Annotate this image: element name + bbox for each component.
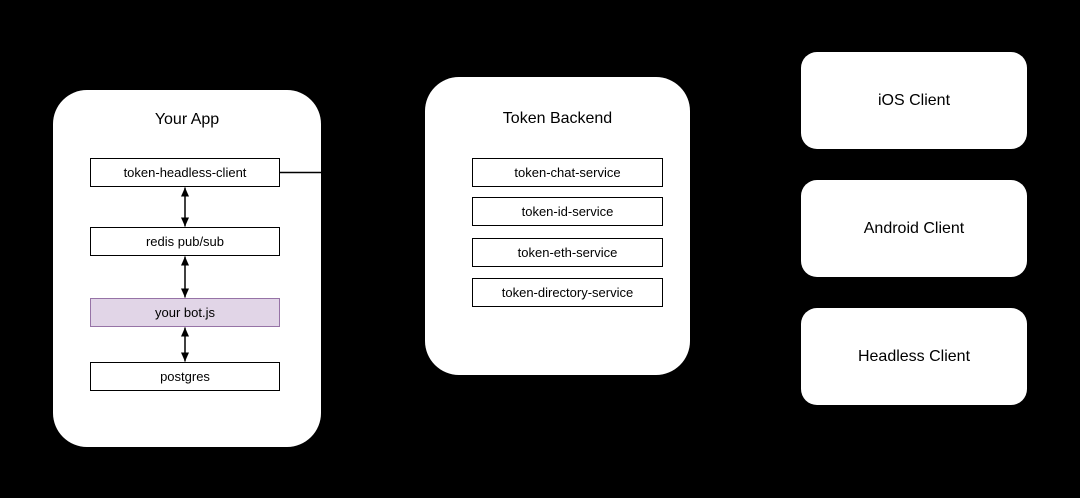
your-app-title: Your App <box>154 111 220 128</box>
ios-client-label: iOS Client <box>877 91 951 109</box>
node-postgres: postgres <box>90 362 280 391</box>
node-redis-pubsub: redis pub/sub <box>90 227 280 256</box>
node-token-eth-service: token-eth-service <box>472 238 663 267</box>
node-token-chat-service: token-chat-service <box>472 158 663 187</box>
node-token-headless-client: token-headless-client <box>90 158 280 187</box>
node-token-directory-service: token-directory-service <box>472 278 663 307</box>
android-client-box: Android Client <box>801 180 1027 277</box>
headless-client-label: Headless Client <box>857 347 971 365</box>
node-your-bot-js: your bot.js <box>90 298 280 327</box>
ios-client-box: iOS Client <box>801 52 1027 149</box>
node-token-id-service: token-id-service <box>472 197 663 226</box>
token-backend-title: Token Backend <box>502 110 613 127</box>
headless-client-box: Headless Client <box>801 308 1027 405</box>
your-app-container: Your App token-headless-client redis pub… <box>53 90 321 447</box>
token-backend-container: Token Backend token-chat-service token-i… <box>425 77 690 375</box>
android-client-label: Android Client <box>863 219 965 237</box>
